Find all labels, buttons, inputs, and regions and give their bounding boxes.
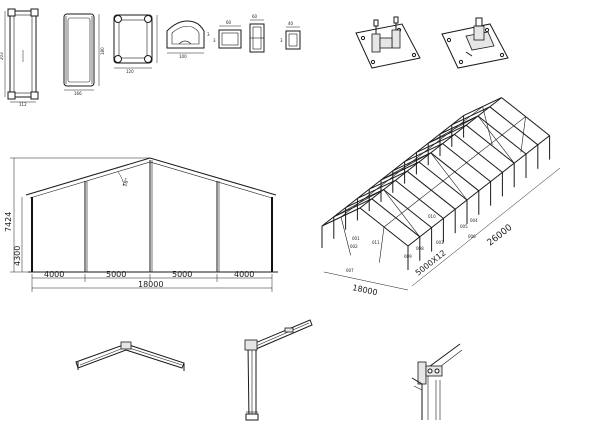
part-001: 001 [352, 236, 360, 241]
iso-purlin [423, 143, 436, 153]
profile-rafter-width: 166 [74, 91, 82, 96]
part-004: 004 [470, 218, 478, 223]
profile-rafter-beam: 180 166 [63, 13, 105, 96]
profile-purlin: 60 3 [213, 20, 242, 49]
iso-purlin [411, 152, 424, 163]
iso-bracing [477, 115, 515, 164]
iso-gable-post [482, 106, 493, 146]
base-plate-connector-1 [355, 16, 421, 69]
iso-purlin [388, 170, 401, 181]
part-011: 011 [372, 240, 380, 245]
iso-purlin [466, 153, 479, 163]
iso-bracing [380, 152, 431, 181]
profile-gable-side: 3 [207, 32, 210, 37]
detail-connection-bracket [411, 343, 463, 420]
profile-rafter-height: 180 [100, 47, 105, 55]
iso-length-label: 26000 [486, 223, 515, 249]
iso-eave-right [407, 135, 550, 247]
profile-small-side: 3 [280, 38, 283, 43]
profile-main-beam: 203 112 [0, 8, 39, 107]
iso-purlin [435, 133, 448, 144]
iso-purlin [340, 207, 353, 218]
iso-width-label: 18000 [352, 283, 379, 297]
iso-purlin [513, 116, 526, 127]
detail-eave-corner [244, 319, 313, 421]
iso-gable-post [520, 116, 526, 153]
profile-purlin-width: 60 [226, 20, 232, 25]
profile-small-tube: 40 3 [280, 21, 301, 50]
profile-purlin-side: 3 [213, 38, 216, 43]
iso-bracing [428, 115, 479, 144]
total-height-label: 7424 [4, 212, 13, 232]
bay-1-label: 4000 [44, 270, 64, 279]
isometric-dimensions: 18000 5000X12 26000 007 002 001 011 009 … [323, 167, 561, 297]
iso-bracing [333, 189, 384, 218]
iso-purlin [407, 199, 420, 209]
front-elevation: 18° 7424 4300 4000 5000 5000 4000 18000 [4, 157, 278, 292]
iso-eave-left [321, 115, 464, 227]
part-006: 006 [468, 234, 476, 239]
iso-bay-spacing-label: 5000X12 [414, 248, 448, 277]
bay-2-label: 5000 [106, 270, 126, 279]
iso-purlin [364, 189, 377, 199]
profile-square-beam: 120 [113, 14, 158, 74]
iso-purlin [431, 180, 444, 191]
iso-purlin [376, 179, 389, 190]
iso-purlin [458, 115, 471, 126]
profile-gable-beam: 100 3 [166, 20, 210, 59]
part-010: 010 [428, 214, 436, 219]
iso-purlin [501, 125, 514, 136]
part-005: 005 [460, 224, 468, 229]
bay-3-label: 5000 [172, 270, 192, 279]
iso-purlin [419, 189, 432, 200]
iso-bracing [383, 189, 421, 237]
profile-main-height: 203 [0, 52, 4, 60]
part-002: 002 [350, 244, 358, 249]
profile-gable-width: 100 [179, 54, 187, 59]
part-008: 008 [416, 246, 424, 251]
iso-gable-post [340, 216, 351, 256]
part-003: 003 [436, 240, 444, 245]
profile-bracing-width: 60 [252, 14, 258, 19]
iso-ridge [359, 97, 502, 209]
base-plate-connector-2 [441, 17, 509, 69]
iso-gable-post [379, 226, 385, 263]
profile-small-width: 40 [288, 21, 294, 26]
iso-bracing [430, 152, 468, 201]
part-007: 007 [346, 268, 354, 273]
iso-purlin [383, 217, 396, 228]
eave-height-label: 4300 [13, 246, 22, 266]
detail-ridge-joint [75, 341, 185, 371]
roof-pitch-label: 18° [122, 177, 131, 188]
profile-square-width: 120 [126, 69, 134, 74]
part-009: 009 [404, 254, 412, 259]
bay-4-label: 4000 [234, 270, 254, 279]
profile-bracing: 60 [249, 14, 265, 53]
profile-main-width: 112 [19, 102, 27, 107]
iso-purlin [470, 106, 483, 117]
span-label: 18000 [138, 280, 163, 289]
isometric-frame [321, 97, 551, 270]
iso-purlin [478, 143, 491, 154]
iso-purlin [454, 162, 467, 173]
